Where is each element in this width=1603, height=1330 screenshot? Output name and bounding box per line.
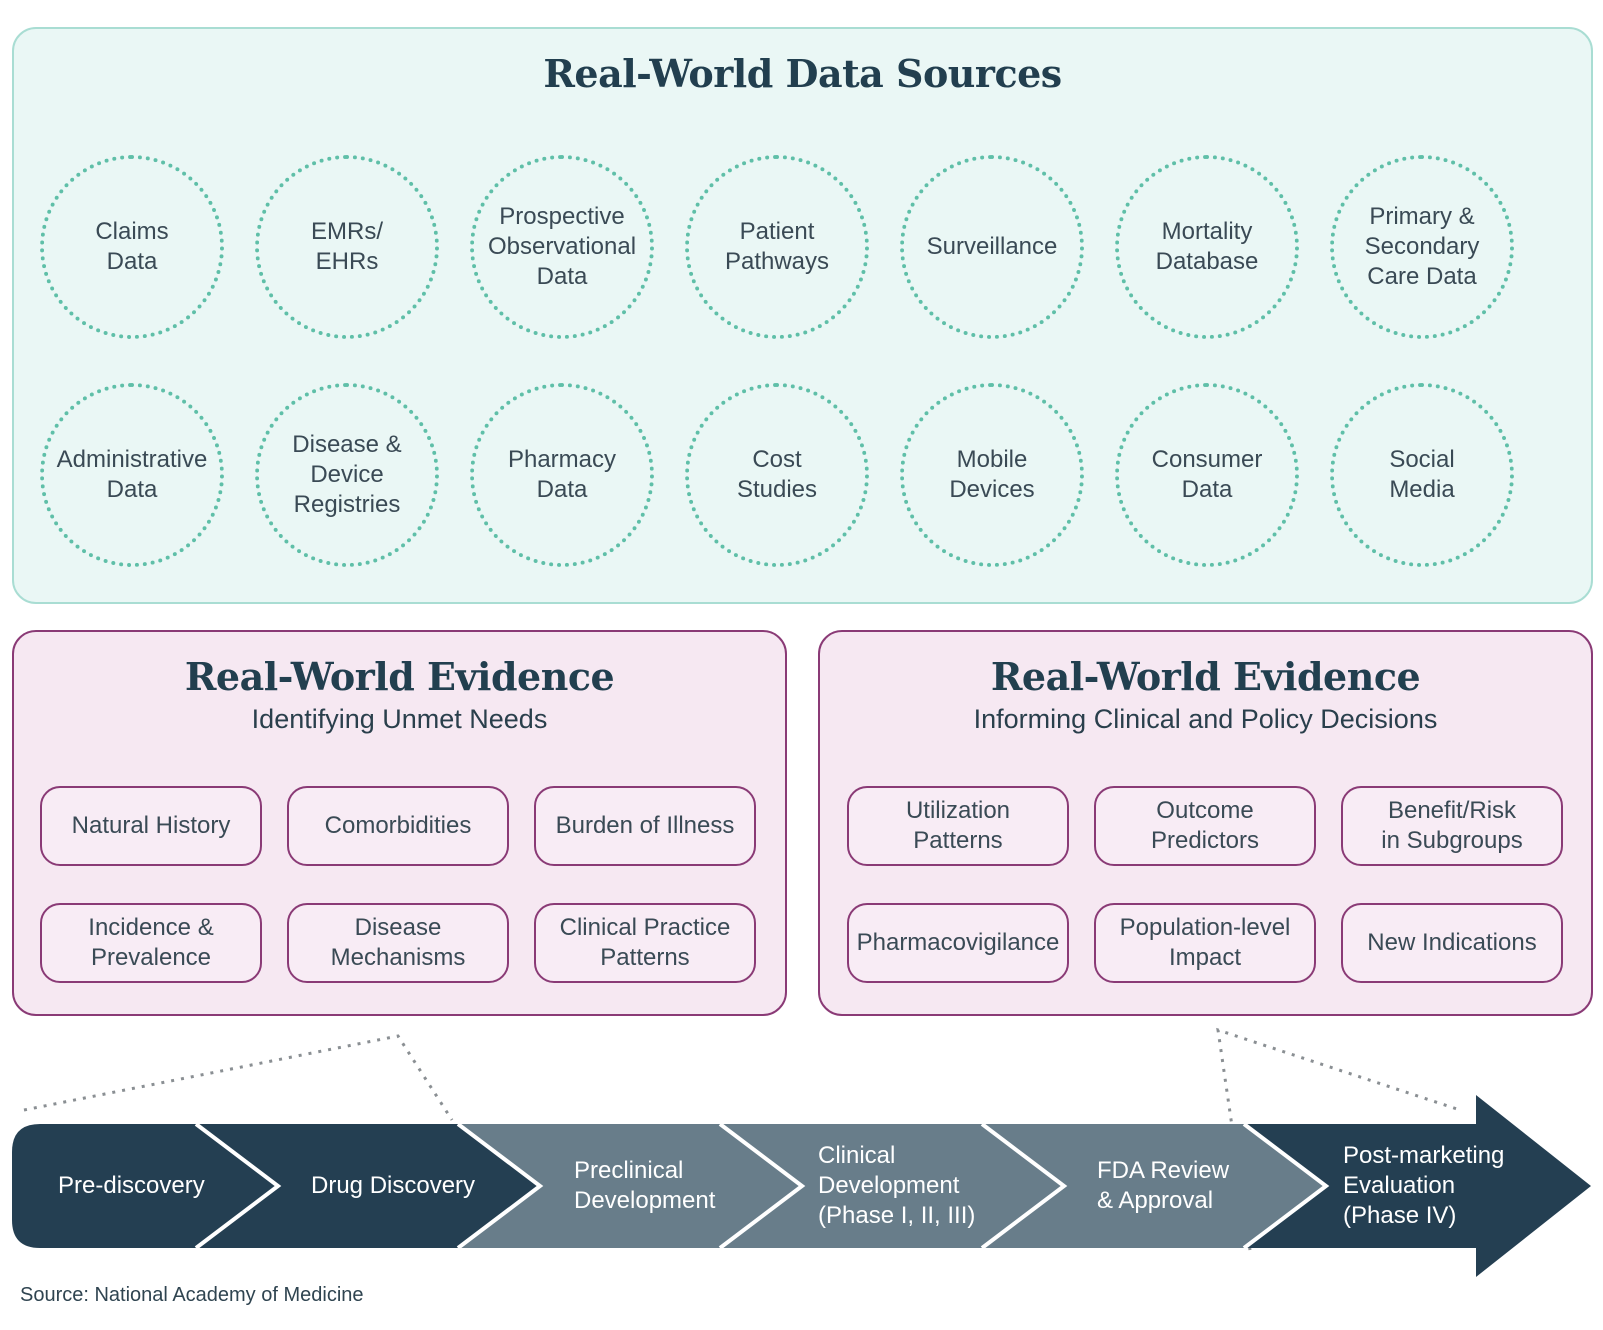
source-label: Pharmacy Data xyxy=(507,446,617,503)
source-disease-device-registries: Disease & Device Registries xyxy=(255,383,439,567)
source-patient-pathways: Patient Pathways xyxy=(685,155,869,339)
source-label: Disease & Device Registries xyxy=(292,431,402,518)
evidence-population-level-impact: Population-level Impact xyxy=(1094,903,1316,983)
stage-post-marketing-evaluation: Post-marketing Evaluation (Phase IV) xyxy=(1343,1142,1505,1229)
evidence-label: Population-level Impact xyxy=(1119,914,1291,971)
evidence-label: Comorbidities xyxy=(324,812,472,839)
source-label: Mortality Database xyxy=(1155,218,1259,275)
stage-fda-review-approval: FDA Review & Approval xyxy=(1097,1157,1230,1214)
evidence-disease-mechanisms: Disease Mechanisms xyxy=(287,903,509,983)
stage-clinical-shape xyxy=(720,1124,1064,1248)
evidence-clinical-practice-patterns: Clinical Practice Patterns xyxy=(534,903,756,983)
source-mortality-database: Mortality Database xyxy=(1115,155,1299,339)
evidence-label: Incidence & Prevalence xyxy=(88,914,214,971)
connector-left-dotted xyxy=(23,1034,454,1121)
stage-drug-discovery: Drug Discovery xyxy=(311,1172,476,1199)
source-label: Social Media xyxy=(1389,446,1455,503)
stage-pre-discovery-shape xyxy=(12,1124,278,1248)
stage-pre-discovery: Pre-discovery xyxy=(58,1172,205,1199)
evidence-label: Outcome Predictors xyxy=(1150,797,1260,854)
connector-right-dotted xyxy=(1216,1027,1461,1251)
evidence-label: Benefit/Risk in Subgroups xyxy=(1381,797,1523,854)
evidence-right-title: Real-World Evidence xyxy=(990,654,1421,699)
evidence-utilization-patterns: Utilization Patterns xyxy=(847,786,1069,866)
source-note: Source: National Academy of Medicine xyxy=(20,1284,364,1306)
evidence-left-subtitle: Identifying Unmet Needs xyxy=(251,704,548,734)
source-mobile-devices: Mobile Devices xyxy=(900,383,1084,567)
evidence-right-subtitle: Informing Clinical and Policy Decisions xyxy=(973,704,1438,734)
stage-clinical-development: Clinical Development (Phase I, II, III) xyxy=(818,1142,976,1229)
source-label: Primary & Secondary Care Data xyxy=(1364,203,1480,290)
evidence-pharmacovigilance: Pharmacovigilance xyxy=(847,903,1069,983)
source-pharmacy-data: Pharmacy Data xyxy=(470,383,654,567)
evidence-label: Clinical Practice Patterns xyxy=(559,914,731,971)
source-social-media: Social Media xyxy=(1330,383,1514,567)
evidence-incidence-prevalence: Incidence & Prevalence xyxy=(40,903,262,983)
evidence-natural-history: Natural History xyxy=(40,786,262,866)
source-label: Patient Pathways xyxy=(724,218,830,275)
stage-drug-discovery-shape xyxy=(196,1124,540,1248)
source-consumer-data: Consumer Data xyxy=(1115,383,1299,567)
evidence-label: Disease Mechanisms xyxy=(330,914,466,971)
source-surveillance: Surveillance xyxy=(900,155,1084,339)
evidence-outcome-predictors: Outcome Predictors xyxy=(1094,786,1316,866)
stage-preclinical-development: Preclinical Development xyxy=(574,1157,716,1214)
source-label: Surveillance xyxy=(926,233,1058,260)
source-emrs-ehrs: EMRs/ EHRs xyxy=(255,155,439,339)
source-label: Consumer Data xyxy=(1151,446,1263,503)
evidence-label: Utilization Patterns xyxy=(905,797,1011,854)
stage-preclinical-shape xyxy=(458,1124,802,1248)
stage-post-marketing-shape xyxy=(1244,1095,1591,1277)
evidence-label: Burden of Illness xyxy=(555,812,735,839)
evidence-burden-of-illness: Burden of Illness xyxy=(534,786,756,866)
source-label: Administrative Data xyxy=(56,446,208,503)
evidence-left-title: Real-World Evidence xyxy=(184,654,615,699)
source-claims-data: Claims Data xyxy=(40,155,224,339)
stage-fda-review-shape xyxy=(982,1124,1326,1248)
evidence-label: Pharmacovigilance xyxy=(856,929,1060,956)
source-label: Cost Studies xyxy=(736,446,818,503)
source-cost-studies: Cost Studies xyxy=(685,383,869,567)
evidence-label: New Indications xyxy=(1367,929,1537,956)
evidence-benefit-risk-subgroups: Benefit/Risk in Subgroups xyxy=(1341,786,1563,866)
source-administrative-data: Administrative Data xyxy=(40,383,224,567)
source-label: Mobile Devices xyxy=(949,446,1035,503)
source-primary-secondary-care-data: Primary & Secondary Care Data xyxy=(1330,155,1514,339)
evidence-comorbidities: Comorbidities xyxy=(287,786,509,866)
source-label: EMRs/ EHRs xyxy=(311,218,383,275)
source-label: Prospective Observational Data xyxy=(487,203,637,290)
evidence-new-indications: New Indications xyxy=(1341,903,1563,983)
source-label: Claims Data xyxy=(95,218,169,275)
data-sources-title: Real-World Data Sources xyxy=(543,51,1062,96)
source-prospective-observational-data: Prospective Observational Data xyxy=(470,155,654,339)
evidence-label: Natural History xyxy=(71,812,231,839)
